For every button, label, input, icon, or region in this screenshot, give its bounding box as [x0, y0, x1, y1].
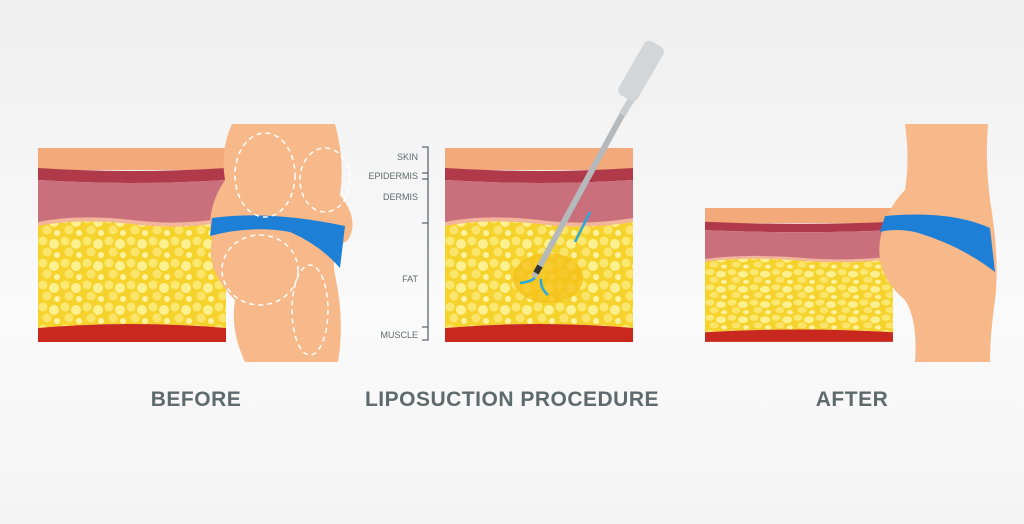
after-tissue — [705, 208, 893, 342]
caption-procedure: LIPOSUCTION PROCEDURE — [364, 388, 660, 411]
after-body — [879, 124, 997, 362]
label-skin: SKIN — [396, 152, 418, 162]
layer-bracket — [422, 146, 429, 341]
label-dermis: DERMIS — [382, 192, 418, 202]
before-body — [210, 124, 353, 362]
caption-before: BEFORE — [150, 388, 242, 411]
label-epidermis: EPIDERMIS — [368, 171, 418, 181]
label-muscle: MUSCLE — [380, 330, 418, 340]
before-tissue — [38, 148, 226, 342]
cannula-icon — [519, 40, 664, 296]
caption-after: AFTER — [815, 388, 889, 411]
label-fat: FAT — [402, 274, 418, 284]
procedure-tissue — [445, 148, 633, 342]
